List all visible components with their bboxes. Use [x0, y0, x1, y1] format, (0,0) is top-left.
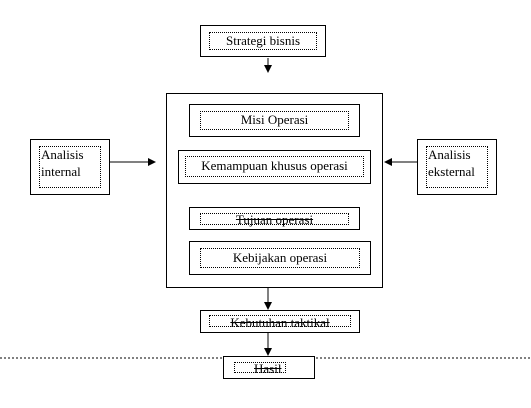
node-tujuan-operasi-label: Tujuan operasi — [235, 212, 314, 227]
node-strategi-bisnis-inner — [209, 32, 317, 50]
node-kebijakan-operasi-label: Kebijakan operasi — [232, 250, 328, 265]
node-misi-operasi-inner — [200, 111, 349, 130]
node-hasil-label: Hasil — [254, 361, 282, 376]
node-analisis-internal-line1: Analisis — [41, 147, 84, 162]
node-analisis-internal-inner — [39, 146, 101, 188]
node-kebijakan-operasi-inner — [200, 248, 360, 268]
node-kemampuan-khusus-label: Kemampuan khusus operasi — [201, 158, 348, 173]
node-analisis-internal-line2: internal — [41, 164, 81, 179]
node-tujuan-operasi-inner — [200, 213, 349, 225]
node-misi-operasi: Misi Operasi — [189, 104, 360, 137]
node-kebutuhan-taktikal-inner — [209, 315, 351, 327]
node-strategi-bisnis-label: Strategi bisnis — [225, 33, 301, 48]
node-hasil: Hasil — [223, 356, 315, 379]
node-analisis-eksternal: Analisis eksternal — [417, 139, 497, 195]
node-analisis-internal: Analisis internal — [30, 139, 110, 195]
node-kemampuan-khusus-inner — [185, 156, 364, 177]
node-tujuan-operasi: Tujuan operasi — [189, 207, 360, 230]
node-strategi-bisnis: Strategi bisnis — [200, 25, 326, 57]
node-kemampuan-khusus: Kemampuan khusus operasi — [178, 150, 371, 184]
node-kebutuhan-taktikal: Kebutuhan taktikal — [200, 310, 360, 333]
node-kebijakan-operasi: Kebijakan operasi — [189, 241, 371, 275]
node-kebutuhan-taktikal-label: Kebutuhan taktikal — [230, 315, 330, 330]
node-analisis-eksternal-line2: eksternal — [428, 164, 475, 179]
node-analisis-eksternal-line1: Analisis — [428, 147, 471, 162]
node-misi-operasi-label: Misi Operasi — [240, 112, 309, 127]
node-hasil-inner — [234, 362, 286, 373]
node-analisis-eksternal-inner — [426, 146, 488, 188]
